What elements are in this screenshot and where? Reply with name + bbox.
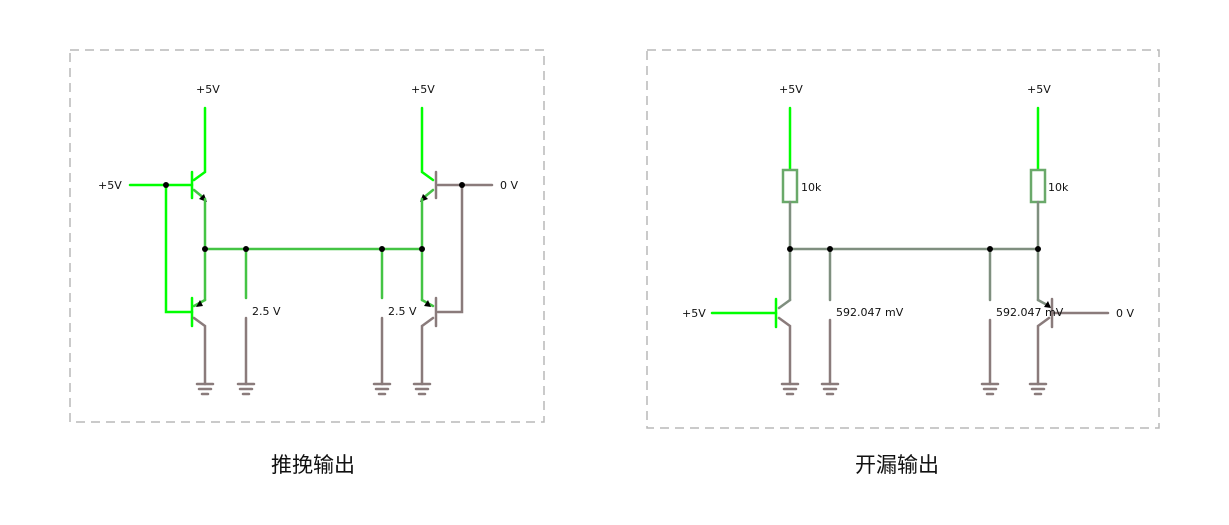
ground-icon (780, 382, 800, 396)
open-drain-panel: +5V +5V 10k 10k +5V 0 V 592.047 mV 592.0… (646, 49, 1160, 477)
push-pull-frame (69, 49, 545, 423)
open-drain-frame (646, 49, 1160, 429)
probe-label-left: 2.5 V (252, 305, 281, 318)
push-pull-panel: +5V +5V +5V 0 V 2.5 V 2.5 V 推挽输出 (69, 49, 545, 477)
panel-caption: 推挽输出 (271, 453, 355, 477)
ground-icon (372, 382, 392, 396)
right-upper-collector-wire (420, 106, 435, 182)
left-transistor-emitter-wire (777, 316, 792, 386)
resistor-label-right: 10k (1048, 181, 1069, 194)
ground-icon (195, 382, 215, 396)
ground-icon (820, 382, 840, 396)
supply-label-right: +5V (1027, 83, 1051, 96)
ground-icon (236, 382, 256, 396)
output-label: 0 V (500, 179, 518, 192)
probe-label-right: 592.047 mV (996, 306, 1064, 319)
output-label: 0 V (1116, 307, 1134, 320)
right-transistor-emitter-wire (1036, 316, 1051, 386)
junction-dot (379, 246, 385, 252)
junction-dot (459, 182, 465, 188)
junction-dot (987, 246, 993, 252)
input-label: +5V (98, 179, 122, 192)
junction-dot (787, 246, 793, 252)
supply-label-right: +5V (411, 83, 435, 96)
left-lower-collector-wire (192, 316, 207, 386)
ground-icon (412, 382, 432, 396)
junction-dot (243, 246, 249, 252)
left-input-branch-wire (164, 183, 194, 314)
probe-label-left: 592.047 mV (836, 306, 904, 319)
junction-dot (163, 182, 169, 188)
junction-dot (827, 246, 833, 252)
resistor-left (781, 168, 799, 204)
resistor-label-left: 10k (801, 181, 822, 194)
ground-icon (1028, 382, 1048, 396)
junction-dot (1035, 246, 1041, 252)
right-lower-collector-wire (420, 316, 435, 386)
right-transistor-arrow (1044, 301, 1051, 308)
right-lower-emitter-arrow (424, 300, 431, 307)
supply-label-left: +5V (196, 83, 220, 96)
left-transistor-collector-leg (777, 298, 792, 310)
junction-dot (419, 246, 425, 252)
left-lower-emitter-arrow (196, 300, 203, 307)
junction-dot (202, 246, 208, 252)
right-output-branch-wire (436, 183, 464, 314)
left-upper-collector-wire (192, 106, 207, 182)
supply-label-left: +5V (779, 83, 803, 96)
panel-caption: 开漏输出 (855, 453, 939, 477)
input-label: +5V (682, 307, 706, 320)
probe-label-right: 2.5 V (388, 305, 417, 318)
ground-icon (980, 382, 1000, 396)
resistor-right (1029, 168, 1047, 204)
